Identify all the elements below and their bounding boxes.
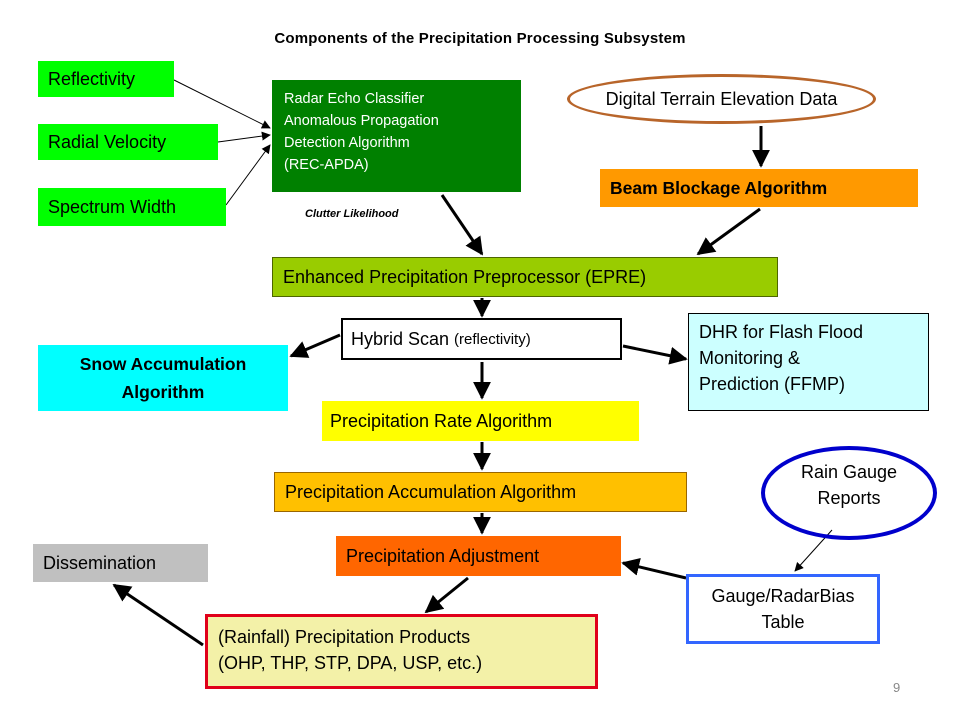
arrow-beam-to-epre (696, 207, 761, 256)
dhr-line3: Prediction (FFMP) (699, 374, 846, 394)
rec-apda-line3: Detection Algorithm (284, 135, 410, 151)
rec-apda-box: Radar Echo Classifier Anomalous Propagat… (272, 80, 521, 192)
snow-line1: Snow Accumulation (79, 354, 247, 374)
arrow-bias-to-adjust (621, 557, 687, 580)
bias-line2: Table (761, 612, 805, 632)
reflectivity-input-box: Reflectivity (38, 61, 174, 97)
gauge-radar-bias-box: Gauge/RadarBias Table (686, 574, 880, 644)
arrow-products-to-dissemination (112, 583, 204, 647)
rain-gauge-ellipse: Rain Gauge Reports (761, 446, 937, 540)
rain-gauge-line2: Reports (817, 488, 881, 508)
precipitation-adjustment-box: Precipitation Adjustment (336, 536, 621, 576)
hybrid-scan-box: Hybrid Scan (reflectivity) (341, 318, 622, 360)
products-line2: (OHP, THP, STP, DPA, USP, etc.) (218, 653, 483, 673)
precipitation-accumulation-box: Precipitation Accumulation Algorithm (274, 472, 687, 512)
rain-gauge-line1: Rain Gauge (800, 462, 898, 482)
arrow-adjust-to-products (424, 576, 469, 614)
snow-accumulation-box: Snow Accumulation Algorithm (38, 345, 288, 411)
dhr-line2: Monitoring & (699, 348, 801, 368)
beam-blockage-box: Beam Blockage Algorithm (600, 169, 918, 207)
dissemination-box: Dissemination (33, 544, 208, 582)
precipitation-products-box: (Rainfall) Precipitation Products (OHP, … (205, 614, 598, 689)
terrain-data-label: Digital Terrain Elevation Data (605, 88, 838, 109)
arrow-spectrum-to-rec (225, 144, 271, 206)
precipitation-rate-box: Precipitation Rate Algorithm (322, 401, 639, 441)
products-line1: (Rainfall) Precipitation Products (218, 627, 471, 647)
diagram-title: Components of the Precipitation Processi… (274, 30, 686, 47)
page-number: 9 (893, 680, 901, 695)
arrow-rec-to-epre (440, 194, 484, 256)
dhr-ffmp-box: DHR for Flash Flood Monitoring & Predict… (688, 313, 929, 411)
arrow-hybrid-to-snow (289, 333, 341, 358)
dhr-line1: DHR for Flash Flood (699, 322, 864, 342)
rec-apda-line4: (REC-APDA) (284, 157, 369, 173)
epre-box: Enhanced Precipitation Preprocessor (EPR… (272, 257, 778, 297)
rec-apda-line1: Radar Echo Classifier (284, 91, 425, 107)
terrain-data-ellipse: Digital Terrain Elevation Data (567, 74, 876, 124)
clutter-likelihood-label: Clutter Likelihood (305, 208, 399, 220)
bias-line1: Gauge/RadarBias (711, 586, 855, 606)
spectrum-width-input-box: Spectrum Width (38, 188, 226, 226)
arrow-reflectivity-to-rec (173, 79, 271, 129)
snow-line2: Algorithm (121, 382, 205, 402)
rec-apda-line2: Anomalous Propagation (284, 113, 439, 129)
hybrid-scan-label: Hybrid Scan (351, 328, 450, 349)
arrow-radial-to-rec (217, 131, 271, 143)
hybrid-scan-note: (reflectivity) (454, 330, 531, 348)
radial-velocity-input-box: Radial Velocity (38, 124, 218, 160)
arrow-hybrid-to-dhr (622, 344, 688, 365)
